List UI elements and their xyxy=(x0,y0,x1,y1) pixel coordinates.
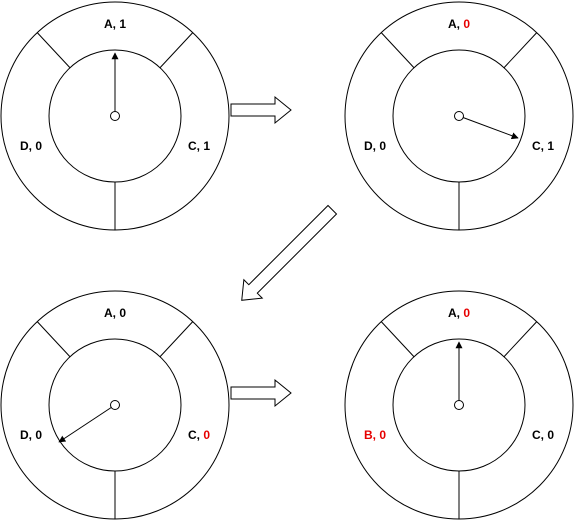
separator: , xyxy=(197,428,204,442)
slot-divider xyxy=(380,321,415,358)
page-name: C xyxy=(532,428,541,442)
slot-divider xyxy=(159,32,194,69)
slot-label-d: B, 0 xyxy=(364,428,386,442)
clock-panel-1: A, 1C, 1D, 0 xyxy=(0,1,230,231)
transition-arrows xyxy=(230,95,338,408)
pivot-dot xyxy=(110,111,120,121)
transition-arrow-3 xyxy=(230,378,292,408)
separator: , xyxy=(113,17,120,31)
clock-hand-pointer xyxy=(458,115,519,140)
page-name: A xyxy=(448,17,457,31)
separator: , xyxy=(29,428,36,442)
slot-divider xyxy=(503,321,538,358)
use-bit: 0 xyxy=(379,139,386,153)
slot-label-d: D, 0 xyxy=(20,428,42,442)
page-name: C xyxy=(532,139,541,153)
separator: , xyxy=(541,139,548,153)
pivot-dot xyxy=(110,400,120,410)
page-name: C xyxy=(188,139,197,153)
separator: , xyxy=(113,306,120,320)
separator: , xyxy=(457,17,464,31)
page-name: D xyxy=(20,139,29,153)
slot-label-a: A, 0 xyxy=(104,306,126,320)
page-name: D xyxy=(20,428,29,442)
slot-label-d: D, 0 xyxy=(364,139,386,153)
use-bit: 0 xyxy=(35,428,42,442)
slot-divider xyxy=(159,321,194,358)
slot-label-c: C, 0 xyxy=(188,428,210,442)
pivot-dot xyxy=(454,400,464,410)
use-bit: 0 xyxy=(35,139,42,153)
page-name: A xyxy=(448,306,457,320)
use-bit: 1 xyxy=(203,139,210,153)
clock-hand-pointer xyxy=(58,404,116,443)
separator: , xyxy=(29,139,36,153)
page-name: D xyxy=(364,139,373,153)
slot-label-c: C, 0 xyxy=(532,428,554,442)
clock-panel-3: A, 0C, 0D, 0 xyxy=(0,290,230,520)
use-bit: 0 xyxy=(463,17,470,31)
separator: , xyxy=(541,428,548,442)
slot-divider xyxy=(503,32,538,69)
use-bit: 0 xyxy=(547,428,554,442)
slot-label-a: A, 0 xyxy=(448,306,470,320)
separator: , xyxy=(197,139,204,153)
transition-arrow-1 xyxy=(230,95,292,125)
transition-arrow-2 xyxy=(241,204,338,301)
use-bit: 0 xyxy=(379,428,386,442)
slot-divider xyxy=(36,321,71,358)
slot-label-a: A, 0 xyxy=(448,17,470,31)
page-name: C xyxy=(188,428,197,442)
use-bit: 0 xyxy=(119,306,126,320)
slot-divider xyxy=(36,32,71,69)
page-name: A xyxy=(104,306,113,320)
use-bit: 1 xyxy=(119,17,126,31)
slot-label-d: D, 0 xyxy=(20,139,42,153)
page-name: A xyxy=(104,17,113,31)
slot-label-a: A, 1 xyxy=(104,17,126,31)
use-bit: 1 xyxy=(547,139,554,153)
slot-label-c: C, 1 xyxy=(188,139,210,153)
clock-panel-2: A, 0C, 1D, 0 xyxy=(344,1,574,231)
slot-divider xyxy=(380,32,415,69)
page-name: B xyxy=(364,428,373,442)
separator: , xyxy=(373,428,380,442)
separator: , xyxy=(373,139,380,153)
separator: , xyxy=(457,306,464,320)
use-bit: 0 xyxy=(463,306,470,320)
clock-panel-4: A, 0C, 0B, 0 xyxy=(344,290,574,520)
slot-label-c: C, 1 xyxy=(532,139,554,153)
use-bit: 0 xyxy=(203,428,210,442)
pivot-dot xyxy=(454,111,464,121)
